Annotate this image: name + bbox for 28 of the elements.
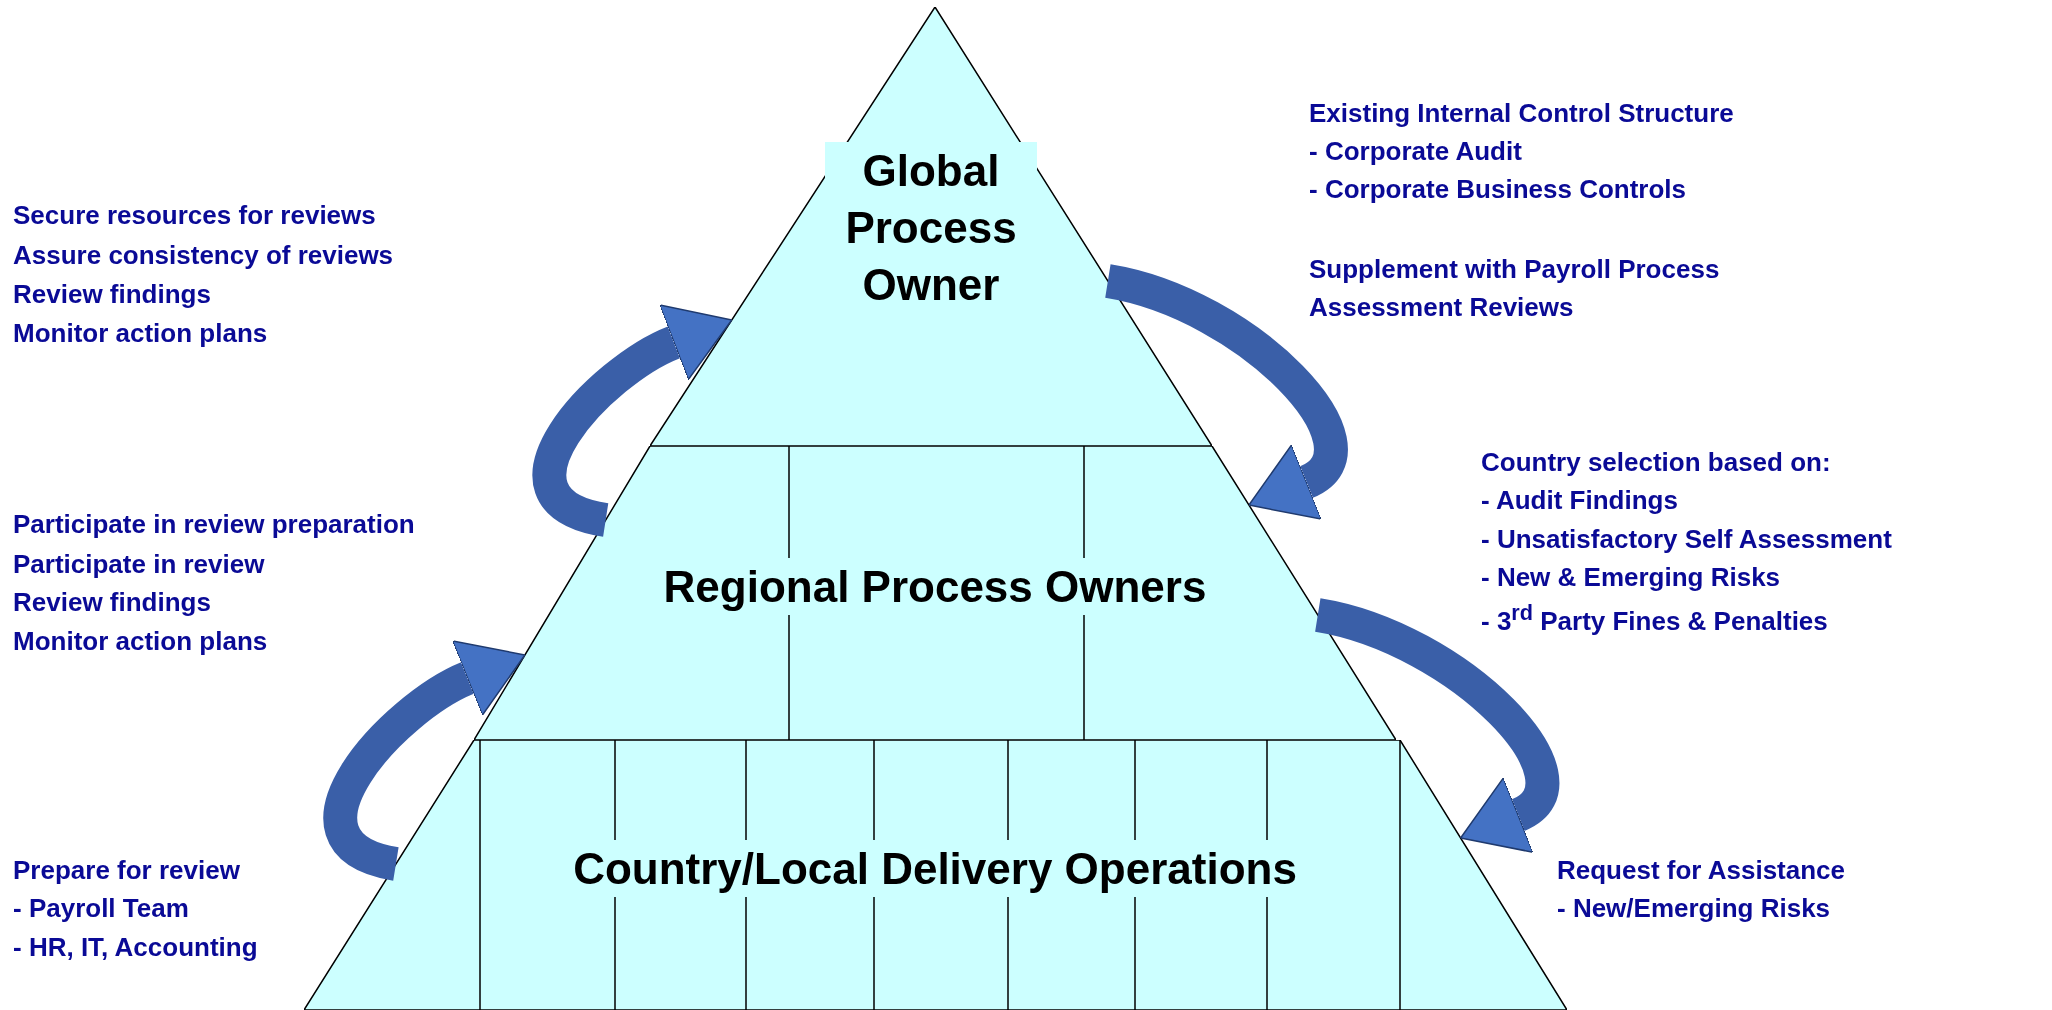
note-text: - Corporate Business Controls — [1309, 174, 1687, 206]
note-text: - Audit Findings — [1481, 485, 1678, 517]
curved-arrow — [1314, 598, 1559, 850]
note-text: Monitor action plans — [13, 318, 268, 350]
note-text: Supplement with Payroll Process Assessment Reviews — [1309, 253, 1721, 324]
note-text: - HR, IT, Accounting — [13, 932, 258, 964]
pyramid-middle-tier — [474, 446, 1396, 740]
curved-arrow — [1104, 264, 1348, 517]
note-text: - 3$^{rd}$ Party Fines & Penalties — [1481, 600, 1828, 637]
note-text: - New/Emerging Risks — [1557, 893, 1831, 925]
note-text: - Corporate Audit — [1309, 136, 1522, 168]
note-text: Request for Assistance — [1557, 855, 1846, 887]
note-text: Monitor action plans — [13, 626, 268, 658]
note-text: Participate in review preparation — [13, 509, 415, 541]
curved-arrow — [532, 305, 731, 537]
note-text: Existing Internal Control Structure — [1309, 98, 1734, 130]
note-text: Prepare for review — [13, 855, 240, 887]
note-text: - Unsatisfactory Self Assessment — [1481, 524, 1892, 556]
note-text: - New & Emerging Risks — [1481, 562, 1781, 594]
curved-arrow — [323, 641, 524, 881]
note-text: Secure resources for reviews — [13, 200, 376, 232]
note-text: Assure consistency of reviews — [13, 240, 394, 272]
note-text: Country selection based on: — [1481, 447, 1831, 479]
pyramid-top-tier — [650, 7, 1212, 446]
note-text: Review findings — [13, 279, 211, 311]
note-text: Review findings — [13, 587, 211, 619]
note-text: - Payroll Team — [13, 893, 189, 925]
note-text: Participate in review — [13, 549, 265, 581]
